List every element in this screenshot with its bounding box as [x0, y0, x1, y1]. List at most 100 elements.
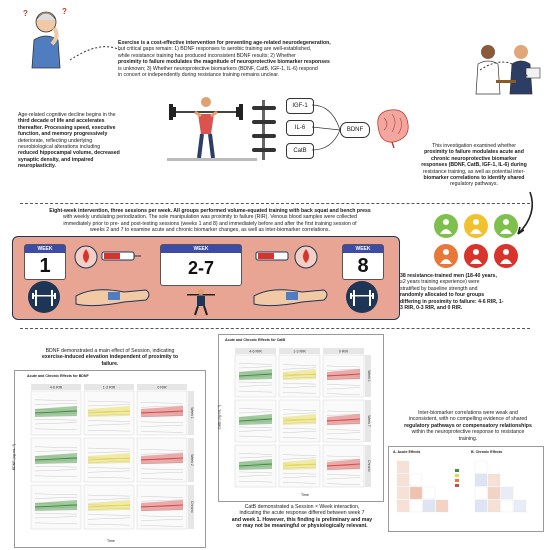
- legend-swatch: [455, 479, 459, 482]
- participant-line: [326, 483, 361, 485]
- participant-line: [140, 515, 184, 517]
- participant-line: [238, 372, 273, 374]
- trend-line: [140, 410, 184, 414]
- participant-line: [326, 432, 361, 435]
- facet-header: [31, 384, 81, 390]
- facet-title: 4-6 RIR: [50, 386, 63, 390]
- trend-line: [282, 418, 317, 422]
- participant-line: [87, 451, 131, 454]
- bdnf-result-text: BDNF demonstrated a main effect of Sessi…: [20, 348, 200, 367]
- row-label: Chronic: [190, 501, 194, 513]
- trend-line: [87, 410, 131, 414]
- participant-face-icon: [494, 214, 518, 238]
- heatmap-cell: [422, 499, 436, 513]
- participant-line: [34, 522, 78, 524]
- right-line-2: proximity to failure modulates acute and: [424, 149, 524, 156]
- participant-line: [282, 376, 317, 379]
- participant-line: [326, 468, 361, 470]
- heatmap-cell: [500, 486, 514, 500]
- participant-line: [282, 383, 317, 385]
- trend-line: [326, 463, 361, 467]
- section-divider-1: [20, 203, 530, 204]
- biomarker-bdnf-label: BDNF: [346, 127, 364, 133]
- row-strip: [188, 391, 194, 435]
- participant-line: [238, 417, 273, 419]
- participant-line: [282, 473, 317, 475]
- participant-line: [34, 503, 78, 505]
- participant-line: [140, 421, 184, 423]
- participant-line: [87, 430, 131, 432]
- participant-line: [140, 431, 184, 433]
- participant-line: [87, 517, 131, 520]
- methods-line-4: weeks 2 and 7 to examine acute and chron…: [90, 227, 330, 234]
- participant-line: [34, 466, 78, 468]
- facet-header: [84, 384, 134, 390]
- participant-line: [140, 449, 184, 451]
- heatmap-cell: [487, 473, 501, 487]
- correlation-heatmap: A. Acute Effects B. Chronic Effects: [388, 446, 544, 532]
- flow-arrow-right: [517, 191, 534, 235]
- participant-line: [34, 456, 78, 458]
- participant-line: [140, 509, 184, 512]
- participant-line: [282, 392, 317, 394]
- participant-line: [282, 466, 317, 469]
- participants-line-6: 3 RIR, 0-3 RIR, and 0 RIR.: [400, 305, 463, 312]
- participant-line: [34, 516, 78, 519]
- participant-line: [238, 411, 273, 414]
- blood-sample-icon-2: [252, 242, 322, 272]
- participant-line: [140, 452, 184, 455]
- participant-line: [282, 457, 317, 460]
- participant-line: [238, 426, 273, 429]
- participant-line: [140, 425, 184, 427]
- participant-line: [87, 524, 131, 526]
- methods-line-1: Eight-week intervention, three sessions …: [49, 208, 371, 214]
- biomarker-connectors: [312, 104, 341, 151]
- heatmap-cell: [474, 460, 488, 474]
- participant-line: [140, 415, 184, 418]
- participant-line: [238, 456, 273, 459]
- biomarker-il6-box: IL-6: [286, 120, 314, 136]
- trend-line: [326, 418, 361, 422]
- participant-line: [326, 368, 361, 371]
- participant-line: [282, 421, 317, 424]
- methods-line-3: immediately prior to pre- and post-testi…: [63, 220, 357, 227]
- catb-result-line-3: and week 1. However, this finding is pre…: [231, 516, 373, 523]
- heatmap-cell: [409, 473, 423, 487]
- intro-line-6: in concert or independently during resis…: [118, 72, 280, 79]
- dumbbell-rack-illustration: [250, 96, 278, 162]
- biomarker-il6-label: IL-6: [294, 125, 306, 131]
- participant-line: [34, 450, 78, 452]
- facet-header: [323, 348, 364, 354]
- participant-line: [282, 367, 317, 370]
- biomarker-bdnf-box: BDNF: [340, 122, 370, 138]
- participant-line: [34, 469, 78, 472]
- participant-line: [238, 390, 273, 393]
- left-line-4: function, and memory progressively: [18, 131, 108, 138]
- row-strip: [188, 485, 194, 529]
- participants-line-5: differing in proximity to failure: 4-6 R…: [400, 298, 504, 305]
- participant-face-icon: [464, 214, 488, 238]
- squat-rack-icon-post: [346, 281, 378, 313]
- heatmap-cell: [409, 499, 423, 513]
- heatmap-cell: [396, 499, 410, 513]
- participant-line: [34, 459, 78, 462]
- legend-swatch: [455, 484, 459, 487]
- week-8-card: WEEK 8: [342, 244, 384, 280]
- legend-swatch: [455, 469, 459, 472]
- row-strip: [365, 445, 371, 487]
- participant-line: [140, 496, 184, 498]
- methods-text: Eight-week intervention, three sessions …: [10, 208, 410, 234]
- participant-line: [282, 364, 317, 366]
- catb-result-line-4: or may not be meaningful or physiologica…: [236, 523, 368, 530]
- biomarker-catb-label: CatB: [293, 148, 307, 154]
- intro-line-1: Exercise is a cost-effective interventio…: [118, 40, 331, 46]
- participant-line: [87, 467, 131, 469]
- participant-line: [238, 420, 273, 423]
- participant-line: [87, 414, 131, 416]
- participant-line: [282, 454, 317, 456]
- participant-line: [87, 508, 131, 510]
- right-line-6: biomarker correlations to identify share…: [423, 175, 525, 182]
- participant-line: [238, 474, 273, 477]
- corr-panel-b-label: B. Chronic Effects: [471, 450, 503, 454]
- trend-line: [34, 410, 78, 414]
